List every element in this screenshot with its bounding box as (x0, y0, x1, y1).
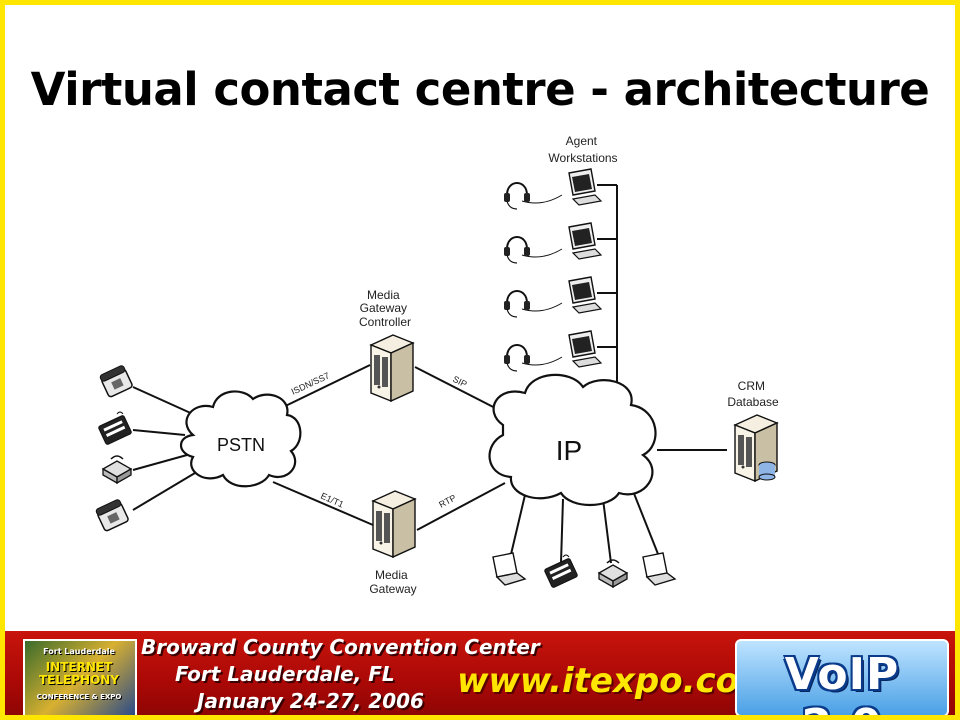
voip-text: VoIP 2.0 (784, 649, 900, 715)
agent-workstations-label-line1: Agent (566, 134, 598, 148)
link-e1-t1 (272, 481, 374, 526)
voip-badge: VoIP 2.0 (735, 639, 949, 715)
banner-dates: January 24-27, 2006 (197, 689, 424, 713)
logo-top-text: Fort Lauderdale (43, 647, 115, 656)
headset-icon (503, 182, 531, 210)
link-sip (414, 366, 506, 414)
rtp-label: RTP (437, 493, 457, 510)
headset-icon (503, 236, 531, 264)
laptop-icon (492, 552, 526, 586)
headset-icon (503, 344, 531, 372)
workstation-icon (568, 330, 602, 368)
workstation-icon (568, 168, 602, 206)
digital-phone-icon (97, 411, 133, 446)
media-gateway-controller-server-icon (370, 334, 414, 402)
connection-lines (132, 184, 727, 568)
banner-venue: Broward County Convention Center (141, 635, 540, 659)
pstn-label: PSTN (217, 435, 265, 455)
media-gateway-controller-label: Media Gateway Controller (359, 288, 411, 329)
event-banner: Fort Lauderdale INTERNET TELEPHONY CONFE… (5, 631, 955, 715)
laptop-icon (642, 552, 676, 586)
workstation-icon (568, 222, 602, 260)
slide-title: Virtual contact centre - architecture (30, 63, 930, 116)
pstn-cloud (179, 390, 302, 488)
workstation-icon (568, 276, 602, 314)
crm-database-label: CRM Database (727, 379, 779, 409)
media-gateway-label: Media Gateway (369, 568, 416, 596)
fax-machine-icon (102, 455, 132, 484)
fax-machine-icon (598, 559, 628, 588)
headset-icon (503, 290, 531, 318)
desk-phone-icon (98, 364, 134, 399)
link-rtp (416, 482, 506, 531)
banner-city: Fort Lauderdale, FL (175, 662, 395, 686)
logo-bottom-text: CONFERENCE & EXPO (36, 693, 122, 701)
link-isdn-ss7 (272, 364, 371, 413)
ip-label: IP (556, 435, 582, 466)
logo-mid-text: INTERNET TELEPHONY (39, 660, 119, 687)
banner-url[interactable]: www.itexpo.com (457, 661, 775, 701)
architecture-diagram: PSTN IP Agent Workstations (94, 134, 779, 596)
desk-phone-icon (94, 498, 130, 533)
itexpo-logo: Fort Lauderdale INTERNET TELEPHONY CONFE… (23, 639, 137, 715)
agent-workstations-label: Agent Workstations (548, 134, 617, 165)
ip-cloud (488, 373, 657, 506)
agent-workstations-label-line2: Workstations (548, 151, 617, 165)
media-gateway-server-icon (372, 490, 416, 558)
